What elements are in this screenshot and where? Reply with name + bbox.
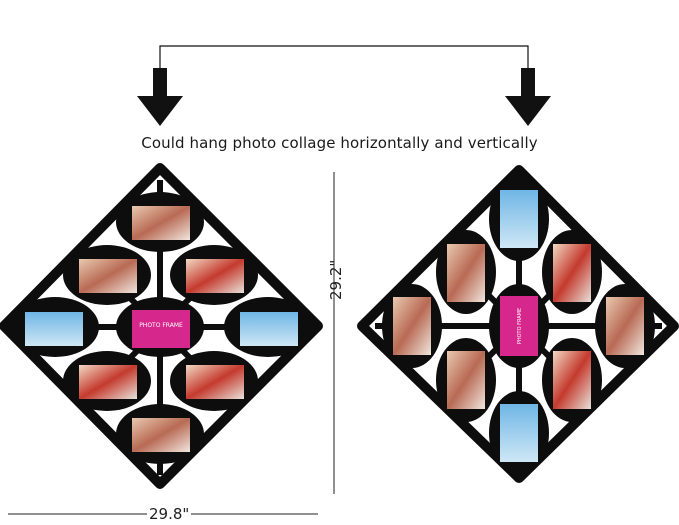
svg-text:PHOTO FRAME: PHOTO FRAME: [139, 322, 183, 329]
caption-text: Could hang photo collage horizontally an…: [141, 134, 538, 152]
collage-vertical: PHOTO FRAME: [357, 165, 679, 483]
arrow-down-icon-left: [137, 68, 183, 126]
width-dimension-label: 29.8": [147, 505, 192, 523]
direction-connector: [137, 45, 551, 126]
center-photo-frame-vertical: PHOTO FRAME: [500, 296, 538, 356]
svg-text:PHOTO FRAME: PHOTO FRAME: [517, 308, 523, 344]
height-dimension-label: 29.2": [327, 259, 345, 300]
arrow-down-icon-right: [505, 68, 551, 126]
collage-horizontal: PHOTO FRAME: [0, 163, 323, 489]
center-photo-frame-horizontal: PHOTO FRAME: [132, 310, 190, 348]
